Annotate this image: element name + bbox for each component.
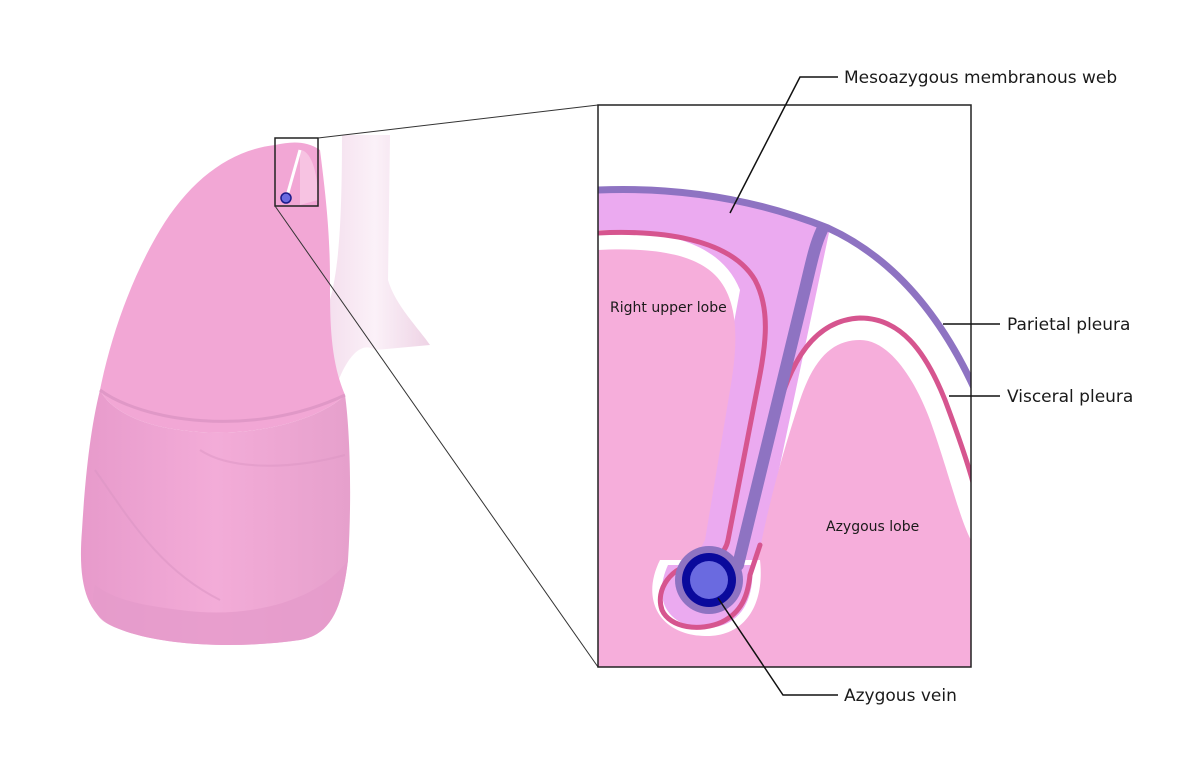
lung-lower-lobe bbox=[80, 390, 351, 645]
inset-bottom-fill bbox=[598, 640, 971, 667]
mesoazygous-web-label: Mesoazygous membranous web bbox=[844, 68, 1117, 88]
azygous-vein-label: Azygous vein bbox=[844, 686, 957, 706]
parietal-pleura-arc bbox=[598, 186, 971, 390]
lung-base-shadow bbox=[93, 560, 348, 645]
lung-azygous-tip bbox=[300, 150, 318, 205]
azygous-lobe-label: Azygous lobe bbox=[826, 519, 919, 535]
zoom-line-bottom bbox=[274, 205, 599, 668]
vein-callout-line bbox=[717, 597, 838, 696]
right-upper-lobe-region bbox=[598, 249, 758, 667]
lung-upper-lobe bbox=[100, 142, 345, 433]
web-callout-line bbox=[729, 76, 838, 214]
azygous-lobe-region bbox=[758, 340, 971, 667]
magnification-box bbox=[274, 137, 319, 207]
inset-frame bbox=[597, 104, 972, 668]
lung-fissure-3 bbox=[199, 449, 346, 467]
zoom-line-top bbox=[317, 104, 599, 139]
lung-azygous-vein-dot bbox=[280, 192, 292, 204]
parietal-pleura-label: Parietal pleura bbox=[1007, 315, 1130, 335]
mesoazygous-web-region bbox=[598, 189, 830, 560]
lung-illustration bbox=[80, 135, 430, 645]
visceral-pleura-label: Visceral pleura bbox=[1007, 387, 1133, 407]
inset-detail bbox=[598, 105, 971, 667]
trachea bbox=[320, 135, 430, 400]
lung-azygous-fissure bbox=[285, 149, 302, 197]
mesoazygous-stalk bbox=[732, 224, 828, 571]
visceral-pleura-right bbox=[742, 315, 971, 548]
azygous-vein-inner bbox=[690, 561, 728, 599]
right-upper-lobe-label: Right upper lobe bbox=[610, 300, 727, 316]
lung-fissure bbox=[99, 388, 346, 423]
lung-fissure-2 bbox=[94, 469, 221, 601]
